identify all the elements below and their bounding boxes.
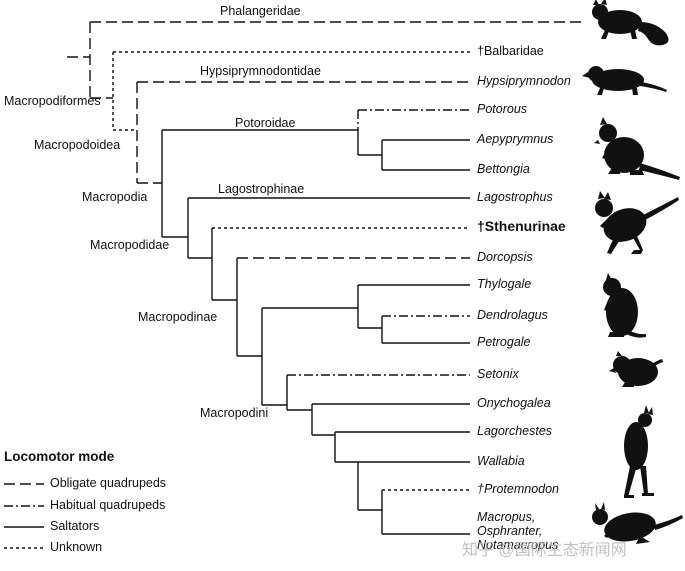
legend-label: Saltators [50,519,100,533]
tip-label-bettongia: Bettongia [477,162,530,176]
sthenurine-silhouette [595,191,679,254]
tip-label-macropus: Macropus, [477,510,536,524]
tip-label-wallabia: Wallabia [477,454,525,468]
clade-label-potoroidae: Potoroidae [235,116,296,130]
tip-label-dendrolagus: Dendrolagus [477,308,548,322]
watermark: 知乎 @国际生态新闻网 [462,542,627,559]
legend-label: Obligate quadrupeds [50,476,167,490]
tip-label-setonix: Setonix [477,367,519,381]
tip-label-lagorchestes: Lagorchestes [477,424,553,438]
hopping-kangaroo-silhouette [592,502,683,544]
clade-label-lagostrophinae: Lagostrophinae [218,182,305,196]
legend-label: Unknown [50,540,103,554]
tip-label-sthenurinae: †Sthenurinae [477,218,566,234]
clade-label-macropodia: Macropodia [82,190,148,204]
legend-label: Habitual quadrupeds [50,498,166,512]
tip-label-thylogale: Thylogale [477,277,532,291]
tip-label-osphranter: Osphranter, [477,524,543,538]
tip-label-petrogale: Petrogale [477,335,531,349]
clade-label-macropodinae: Macropodinae [138,310,218,324]
potoroo-silhouette [594,117,680,180]
rock-wallaby-silhouette [603,273,646,338]
clade-label-macropodoidea: Macropodoidea [34,138,121,152]
possum-silhouette [592,0,669,46]
clade-label-macropodidae: Macropodidae [90,238,170,252]
tip-label-aepyprymnus: Aepyprymnus [477,132,554,146]
clade-label-macropodiformes: Macropodiformes [4,94,101,108]
tip-label-notamacropus: Notamacropus [477,538,559,552]
standing-kangaroo-silhouette [624,405,654,498]
legend-title: Locomotor mode [4,449,115,464]
tip-label-lagostrophus: Lagostrophus [477,190,553,204]
rat-kangaroo-silhouette [582,66,667,95]
tip-label-potorous: Potorous [477,102,528,116]
tip-label-hypsiprymnodon: Hypsiprymnodon [477,74,571,88]
tip-label-protemnodon: †Protemnodon [477,482,560,496]
clade-label-macropodini: Macropodini [200,406,269,420]
clade-label-hypsiprymnodontidae: Hypsiprymnodontidae [200,64,321,78]
tip-label-balbaridae: †Balbaridae [477,44,544,58]
tip-label-dorcopsis: Dorcopsis [477,250,533,264]
tip-label-onychogalea: Onychogalea [477,396,551,410]
clade-label-phalangeridae: Phalangeridae [220,4,301,18]
quokka-silhouette [609,351,663,387]
